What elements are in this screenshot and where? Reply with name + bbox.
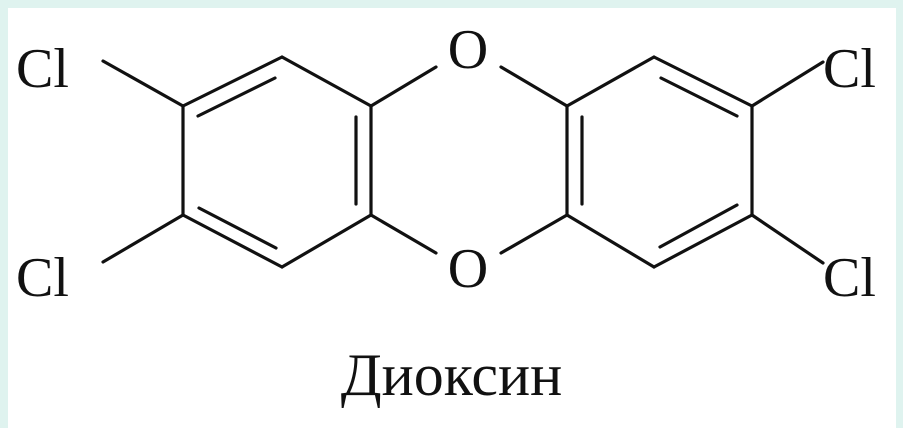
bond-to-oxygen (499, 213, 569, 255)
atom-o-bottom: O (448, 238, 488, 300)
bond (181, 55, 284, 108)
atom-cl-bottom-right: Cl (823, 247, 876, 309)
bond-to-oxygen (369, 65, 438, 108)
atom-cl-bottom-left: Cl (16, 247, 69, 309)
bond (565, 213, 656, 269)
bond-to-oxygen (499, 65, 569, 108)
bond (280, 55, 373, 108)
bond-to-oxygen (369, 213, 438, 255)
atom-o-top: O (448, 19, 488, 81)
compound-name-caption: Диоксин (340, 342, 563, 408)
dioxin-central-ring (369, 65, 569, 255)
atom-cl-top-left: Cl (16, 38, 69, 100)
left-benzene-ring (181, 55, 373, 269)
double-bond-inner (196, 76, 277, 118)
chlorine-bonds (101, 59, 825, 265)
bond (280, 213, 373, 269)
right-benzene-ring (565, 55, 754, 269)
bond (652, 213, 754, 269)
double-bond-inner (659, 76, 739, 118)
bond-to-chlorine (750, 213, 825, 265)
double-bond-inner (658, 203, 739, 249)
bond (652, 55, 754, 108)
atom-cl-top-right: Cl (823, 38, 876, 100)
bond-to-chlorine (101, 213, 185, 264)
bond (181, 213, 284, 269)
bond-to-chlorine (101, 59, 185, 108)
bond (565, 55, 656, 108)
double-bond-inner (197, 206, 278, 250)
bond-to-chlorine (750, 60, 825, 108)
